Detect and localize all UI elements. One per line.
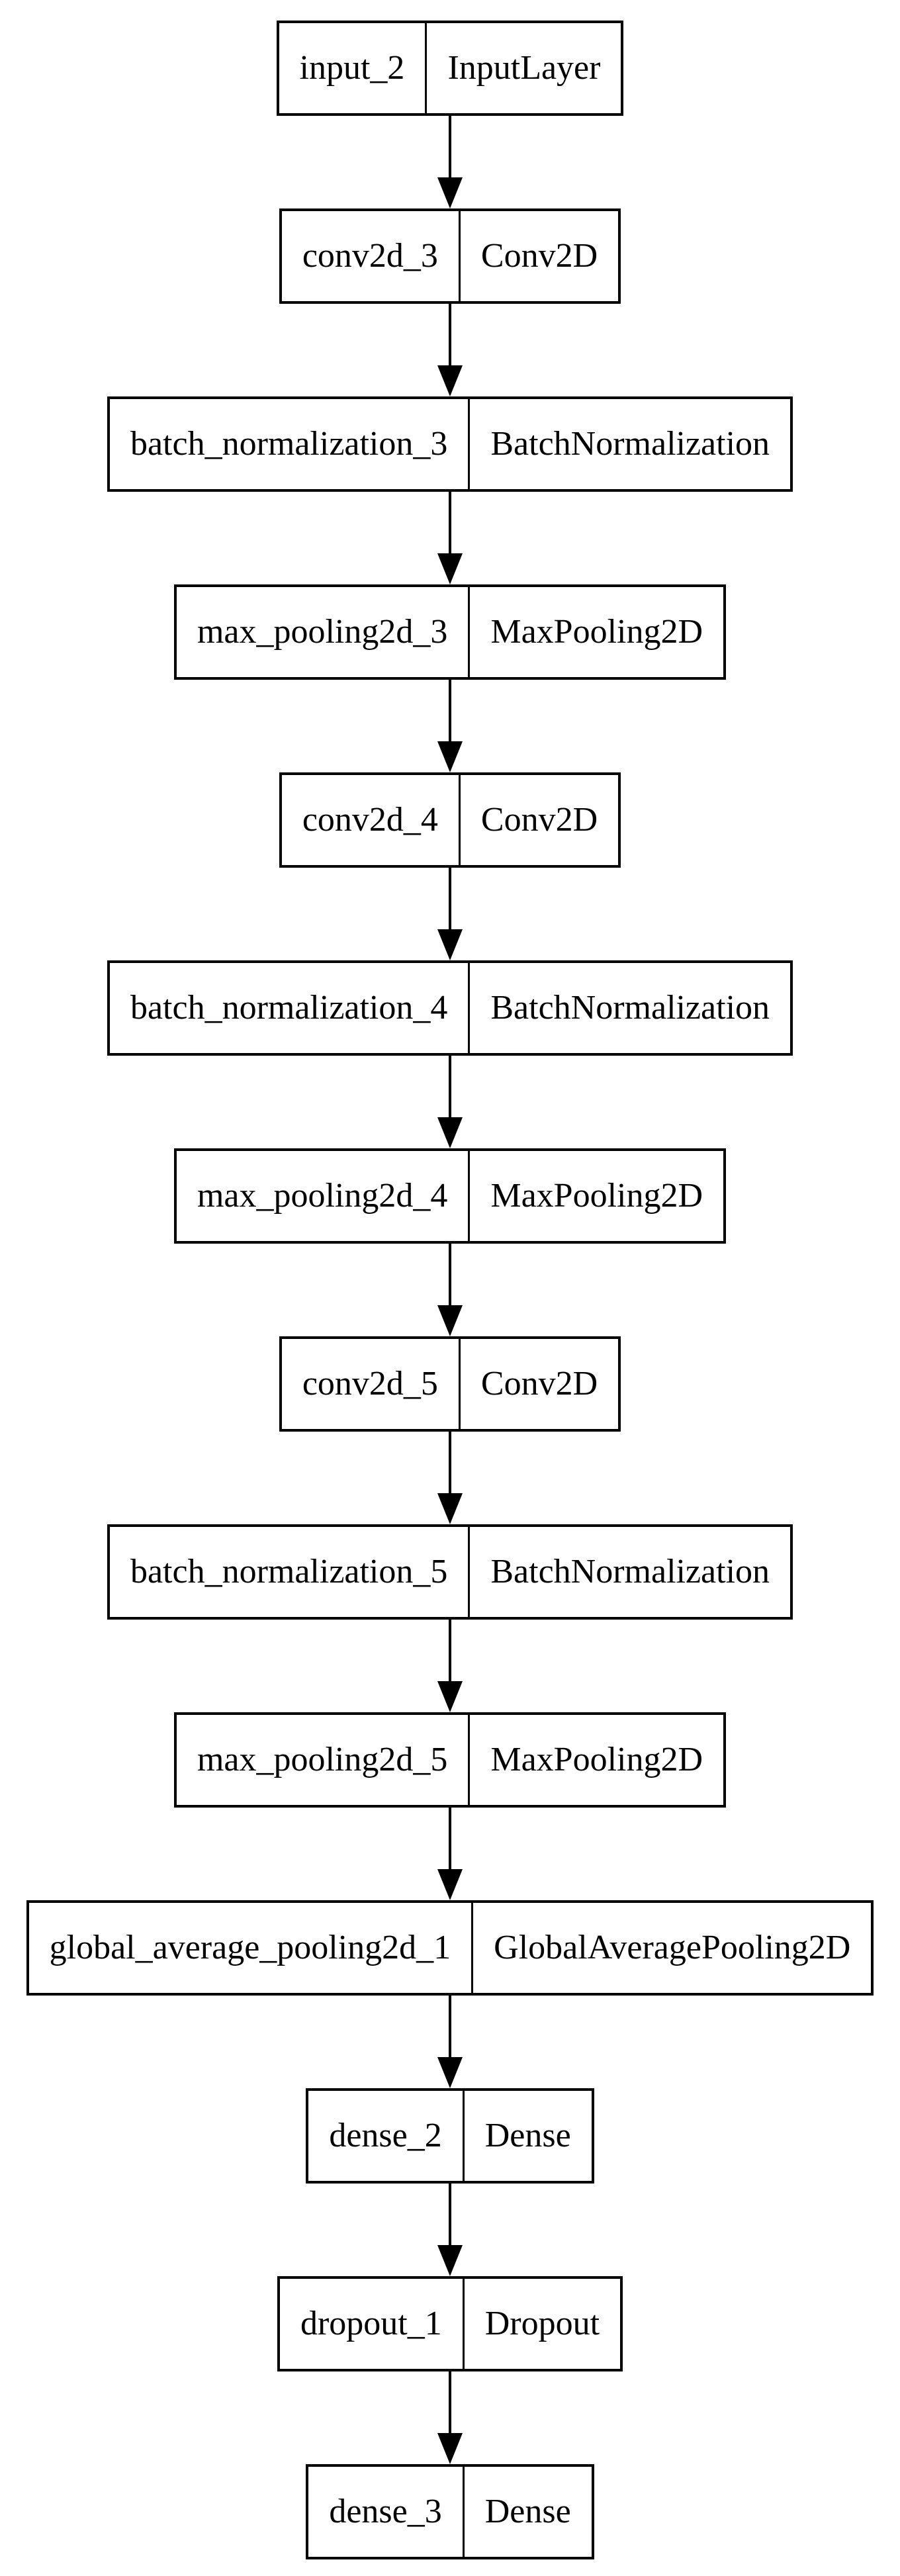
layer-type: BatchNormalization — [468, 1527, 790, 1617]
layer-name: batch_normalization_5 — [130, 1553, 448, 1590]
edge-arrow — [430, 1432, 470, 1524]
arrowhead-icon — [437, 1869, 463, 1900]
layer-node: dense_3 Dense — [306, 2464, 594, 2559]
layer-name: max_pooling2d_5 — [197, 1741, 448, 1778]
layer-type: MaxPooling2D — [468, 587, 723, 677]
edge-arrow — [430, 1808, 470, 1900]
layer-node: conv2d_3 Conv2D — [279, 208, 621, 304]
edge-arrow — [430, 868, 470, 960]
edge-arrow — [430, 304, 470, 396]
arrowhead-icon — [437, 929, 463, 960]
layer-name: conv2d_3 — [302, 237, 438, 275]
arrowhead-icon — [437, 1305, 463, 1336]
edge-arrow — [430, 2371, 470, 2464]
layer-type: MaxPooling2D — [468, 1151, 723, 1241]
layer-name: conv2d_4 — [302, 801, 438, 839]
edge-arrow — [430, 116, 470, 208]
layer-type: Conv2D — [458, 1339, 618, 1429]
layer-node: conv2d_5 Conv2D — [279, 1336, 621, 1432]
layer-type: GlobalAveragePooling2D — [471, 1903, 871, 1993]
edge-line — [449, 1432, 451, 1496]
layer-node: batch_normalization_3 BatchNormalization — [107, 396, 793, 492]
edge-line — [449, 1808, 451, 1872]
layer-node: max_pooling2d_3 MaxPooling2D — [173, 584, 727, 680]
layer-type: BatchNormalization — [468, 963, 790, 1053]
arrowhead-icon — [437, 365, 463, 396]
edge-line — [449, 680, 451, 744]
edge-line — [449, 2371, 451, 2436]
edge-arrow — [430, 1996, 470, 2088]
edge-arrow — [430, 1244, 470, 1336]
arrowhead-icon — [437, 2245, 463, 2276]
arrowhead-icon — [437, 553, 463, 584]
layer-type: Dense — [462, 2091, 592, 2181]
layer-node: global_average_pooling2d_1 GlobalAverage… — [26, 1900, 874, 1996]
edge-arrow — [430, 492, 470, 584]
layer-name: conv2d_5 — [302, 1365, 438, 1403]
layer-type: Conv2D — [458, 211, 618, 301]
layer-type: InputLayer — [425, 23, 621, 113]
layer-node: input_2 InputLayer — [276, 21, 624, 116]
arrowhead-icon — [437, 2433, 463, 2464]
arrowhead-icon — [437, 1493, 463, 1524]
arrowhead-icon — [437, 2057, 463, 2088]
layer-name: max_pooling2d_4 — [197, 1177, 448, 1215]
edge-line — [449, 1056, 451, 1120]
edge-arrow — [430, 1056, 470, 1148]
edge-line — [449, 2184, 451, 2248]
layer-name: max_pooling2d_3 — [197, 613, 448, 651]
edge-arrow — [430, 2184, 470, 2276]
layer-type: Dropout — [462, 2279, 620, 2369]
layer-node: batch_normalization_4 BatchNormalization — [107, 960, 793, 1056]
layer-node: dropout_1 Dropout — [277, 2276, 623, 2371]
edge-line — [449, 304, 451, 368]
layer-name: input_2 — [299, 49, 405, 87]
layer-node: dense_2 Dense — [306, 2088, 594, 2184]
layer-name: global_average_pooling2d_1 — [49, 1929, 451, 1966]
layer-name: dropout_1 — [300, 2305, 442, 2342]
layer-type: BatchNormalization — [468, 399, 790, 489]
arrowhead-icon — [437, 1117, 463, 1148]
layer-name: batch_normalization_3 — [130, 425, 448, 463]
layer-node: max_pooling2d_4 MaxPooling2D — [173, 1148, 727, 1244]
layer-node: batch_normalization_5 BatchNormalization — [107, 1524, 793, 1620]
edge-line — [449, 492, 451, 556]
layer-type: Dense — [462, 2467, 592, 2557]
layer-node: conv2d_4 Conv2D — [279, 772, 621, 868]
layer-name: batch_normalization_4 — [130, 989, 448, 1027]
edge-arrow — [430, 1620, 470, 1712]
edge-line — [449, 116, 451, 180]
edge-line — [449, 868, 451, 932]
arrowhead-icon — [437, 177, 463, 208]
edge-arrow — [430, 680, 470, 772]
edge-line — [449, 1244, 451, 1308]
edge-line — [449, 1996, 451, 2060]
layer-type: MaxPooling2D — [468, 1715, 723, 1805]
arrowhead-icon — [437, 1681, 463, 1712]
layer-node: max_pooling2d_5 MaxPooling2D — [173, 1712, 727, 1808]
layer-type: Conv2D — [458, 775, 618, 865]
layer-name: dense_2 — [329, 2117, 442, 2154]
arrowhead-icon — [437, 741, 463, 772]
edge-line — [449, 1620, 451, 1684]
layer-name: dense_3 — [329, 2493, 442, 2530]
